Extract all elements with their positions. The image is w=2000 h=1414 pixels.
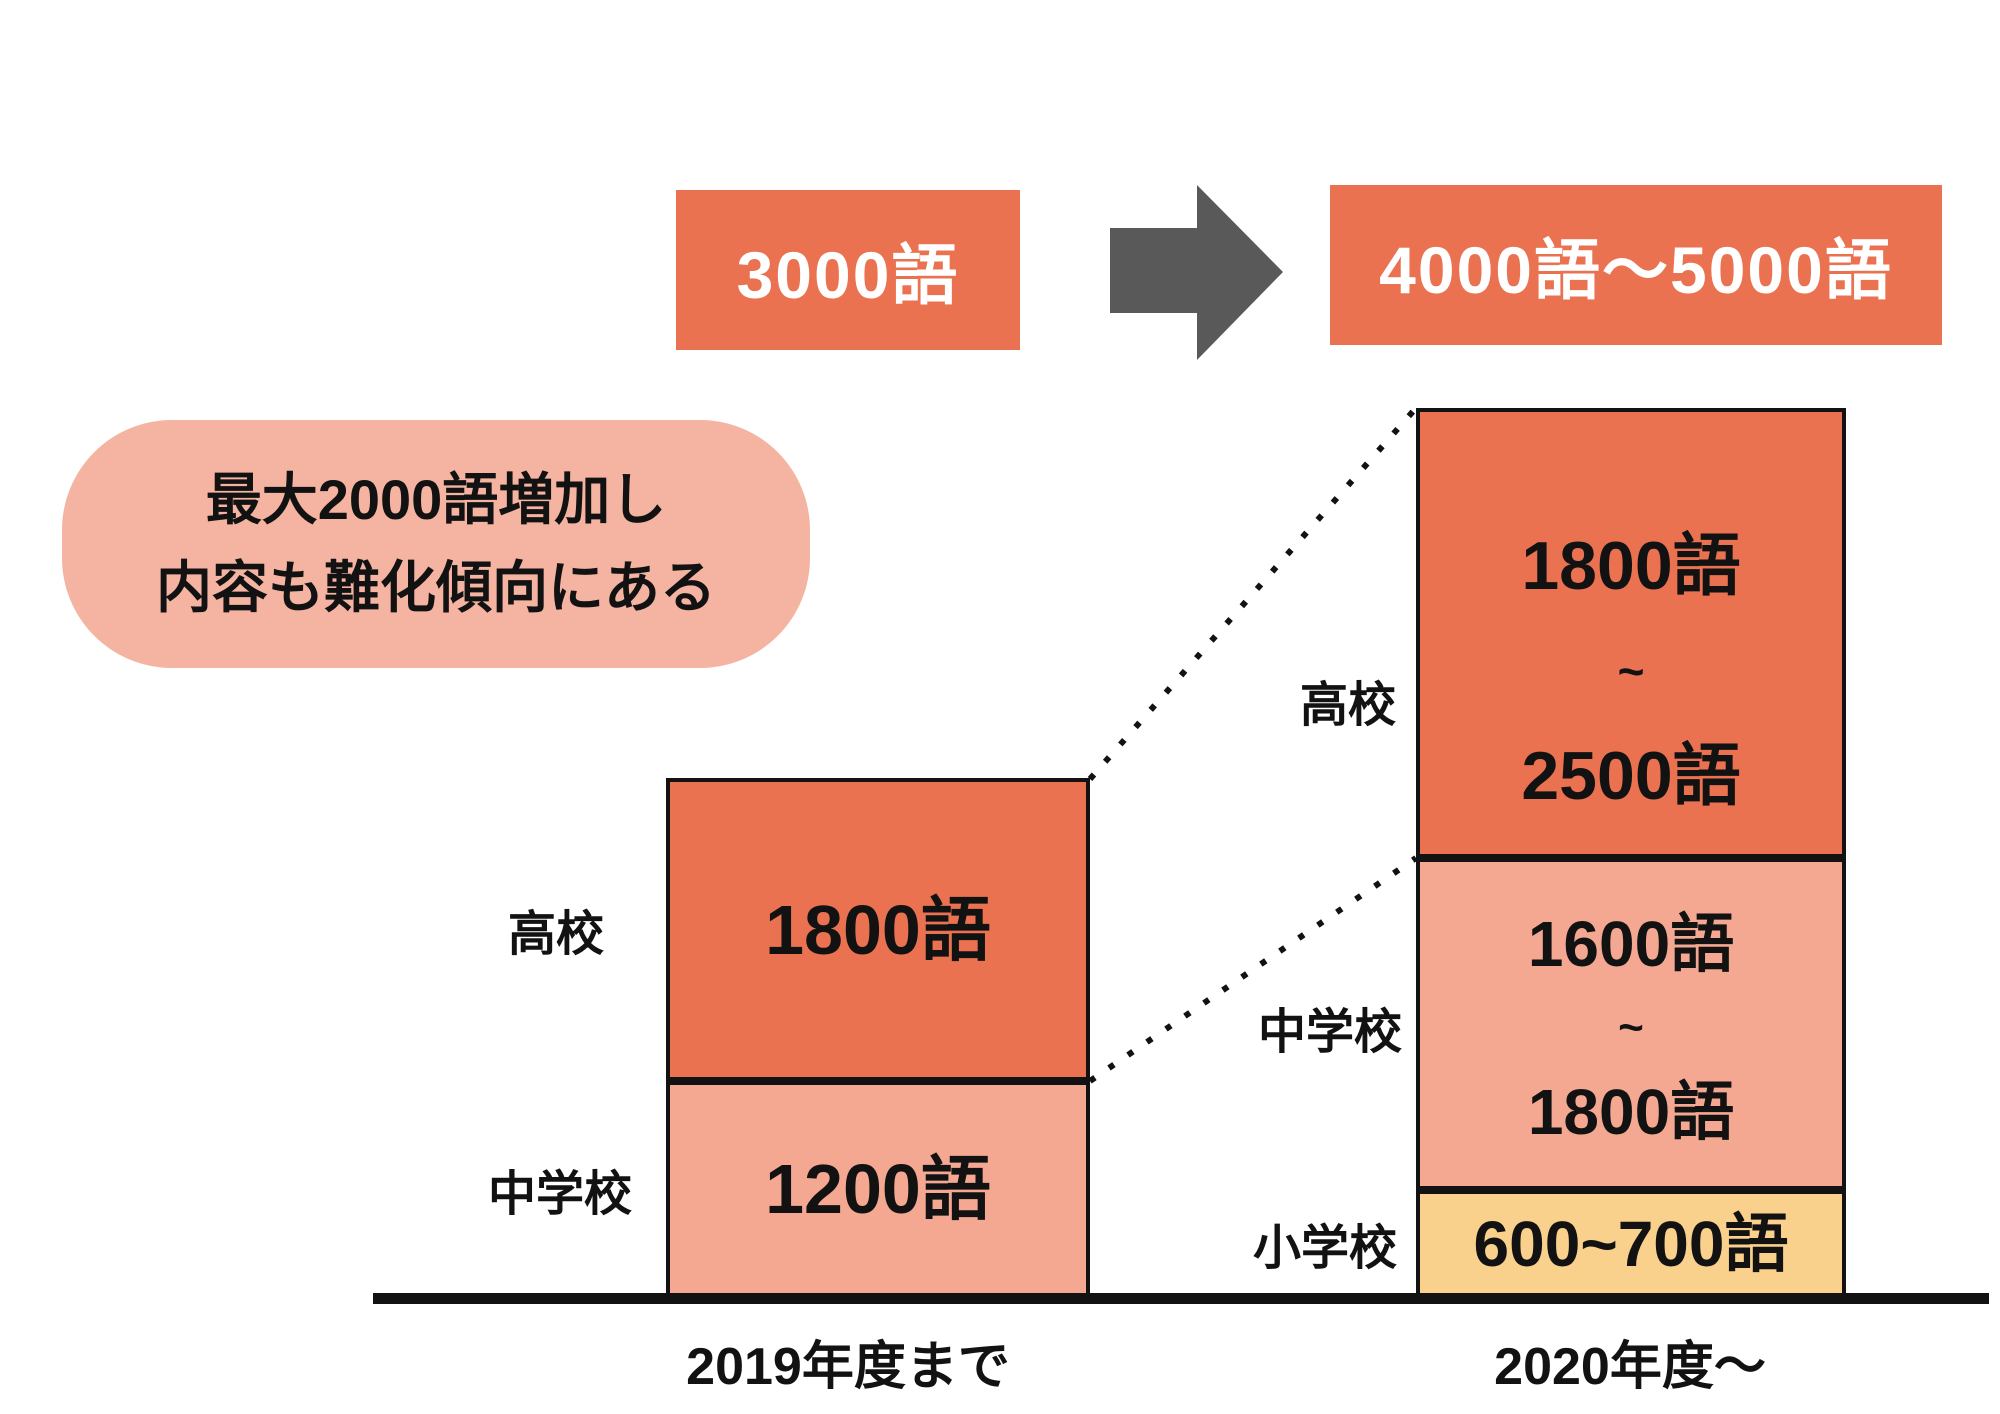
label-chuugakkou-2020: 中学校 bbox=[1257, 1006, 1402, 1059]
callout-bubble: 最大2000語増加し 内容も難化傾向にある bbox=[62, 420, 810, 668]
arrow-right-icon bbox=[1110, 185, 1283, 360]
bar-2019-segment-chuugakkou: 1200語 bbox=[666, 1081, 1090, 1297]
segment-value-koukou-2020-max: 2500語 bbox=[1521, 738, 1741, 814]
total-after-box: 4000語〜5000語 bbox=[1330, 185, 1942, 345]
bar-2019-segment-koukou: 1800語 bbox=[666, 778, 1090, 1081]
label-chuugakkou-2019: 中学校 bbox=[487, 1168, 632, 1221]
segment-value-shougakkou-2020: 600~700語 bbox=[1473, 1207, 1789, 1280]
x-axis-line bbox=[373, 1293, 1989, 1304]
segment-value-chuugakkou-2020-min: 1600語 bbox=[1527, 908, 1735, 980]
bar-2020-segment-shougakkou: 600~700語 bbox=[1416, 1190, 1846, 1297]
label-koukou-2019: 高校 bbox=[507, 908, 604, 961]
label-shougakkou-2020: 小学校 bbox=[1252, 1222, 1397, 1275]
segment-value-koukou-2020-tilde: ~ bbox=[1617, 645, 1645, 697]
axis-label-2020: 2020年度〜 bbox=[1494, 1337, 1766, 1396]
label-koukou-2020: 高校 bbox=[1299, 679, 1396, 732]
segment-value-chuugakkou-2020-tilde: ~ bbox=[1618, 1003, 1644, 1052]
bar-2020-segment-chuugakkou: 1600語 ~ 1800語 bbox=[1416, 858, 1846, 1190]
segment-value-chuugakkou-2019: 1200語 bbox=[765, 1150, 991, 1228]
callout-line-1: 最大2000語増加し bbox=[205, 468, 667, 532]
segment-value-koukou-2019: 1800語 bbox=[765, 890, 991, 969]
segment-value-chuugakkou-2020-max: 1800語 bbox=[1527, 1076, 1735, 1148]
total-before-box: 3000語 bbox=[676, 190, 1020, 350]
bar-2020-segment-koukou: 1800語 ~ 2500語 bbox=[1416, 408, 1846, 858]
axis-label-2019: 2019年度まで bbox=[686, 1337, 1010, 1396]
segment-value-koukou-2020-min: 1800語 bbox=[1521, 528, 1741, 604]
callout-line-2: 内容も難化傾向にある bbox=[156, 556, 716, 619]
